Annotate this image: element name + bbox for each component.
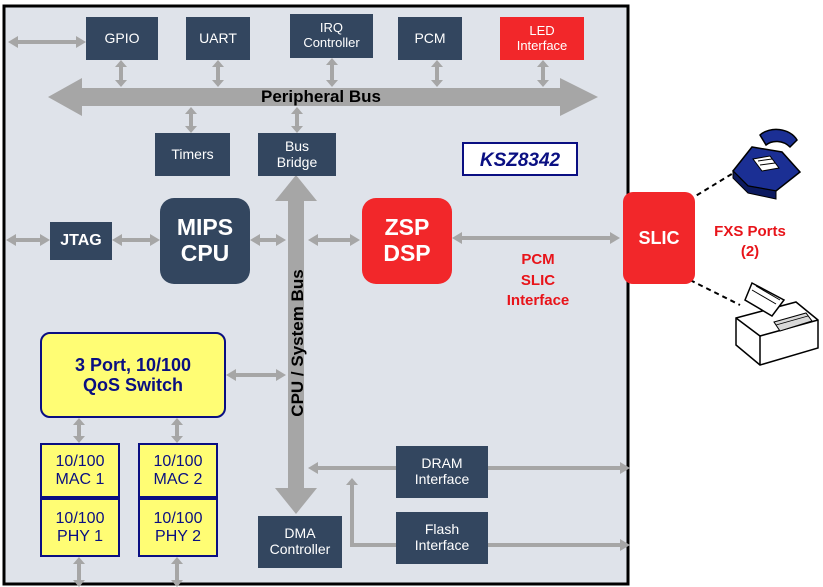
peripheral-bus-label: Peripheral Bus (261, 87, 381, 106)
fxs-ports-label: FXS Ports (2) (714, 223, 786, 261)
zsp-slic-arrow (452, 232, 620, 244)
dma-controller-block: DMA Controller (258, 516, 342, 568)
bus-bridge-block: Bus Bridge (258, 133, 336, 176)
system-bus-arrow (275, 175, 317, 514)
zsp-dsp-block: ZSP DSP (362, 198, 452, 284)
phy1-block: 10/100 PHY 1 (40, 498, 120, 557)
mips-cpu-block: MIPS CPU (160, 198, 250, 284)
led-bus-link (537, 60, 549, 87)
jtag-mips-arrow (112, 234, 160, 246)
system-bus-label: CPU / System Bus (288, 269, 307, 417)
peripheral-bus-arrow (48, 78, 598, 116)
gpio-block: GPIO (86, 17, 158, 60)
pcm-block: PCM (398, 17, 462, 60)
led-interface-block: LED Interface (500, 17, 584, 60)
pcm-slic-interface-label: PCM SLIC Interface (506, 251, 570, 310)
telephone-icon (731, 128, 802, 200)
switch-mac2-link (171, 418, 183, 443)
flash-bus-arrow (346, 478, 630, 551)
mips-bus-arrow (250, 234, 286, 246)
uart-block: UART (186, 17, 250, 60)
jtag-external-arrow (6, 234, 50, 246)
slic-block: SLIC (623, 192, 695, 284)
gpio-external-arrow (8, 36, 86, 48)
chip-name-label: KSZ8342 (462, 142, 578, 176)
phy1-port-link (73, 557, 85, 587)
uart-bus-link (212, 60, 224, 87)
bus-zsp-arrow (308, 234, 360, 246)
bridge-bus-link (291, 107, 303, 133)
pcm-bus-link (431, 60, 443, 87)
gpio-bus-link (115, 60, 127, 87)
switch-bus-arrow (226, 369, 286, 381)
mac2-block: 10/100 MAC 2 (138, 443, 218, 498)
timers-block: Timers (155, 133, 230, 176)
timers-bus-link (185, 107, 197, 133)
phy2-block: 10/100 PHY 2 (138, 498, 218, 557)
qos-switch-block: 3 Port, 10/100 QoS Switch (40, 332, 226, 418)
switch-mac1-link (73, 418, 85, 443)
irq-bus-link (326, 58, 338, 87)
phy2-port-link (171, 557, 183, 587)
dram-interface-block: DRAM Interface (396, 446, 488, 498)
mac1-block: 10/100 MAC 1 (40, 443, 120, 498)
flash-interface-block: Flash Interface (396, 512, 488, 564)
irq-controller-block: IRQ Controller (290, 14, 373, 58)
fax-machine-icon (735, 281, 819, 366)
jtag-block: JTAG (50, 222, 112, 260)
